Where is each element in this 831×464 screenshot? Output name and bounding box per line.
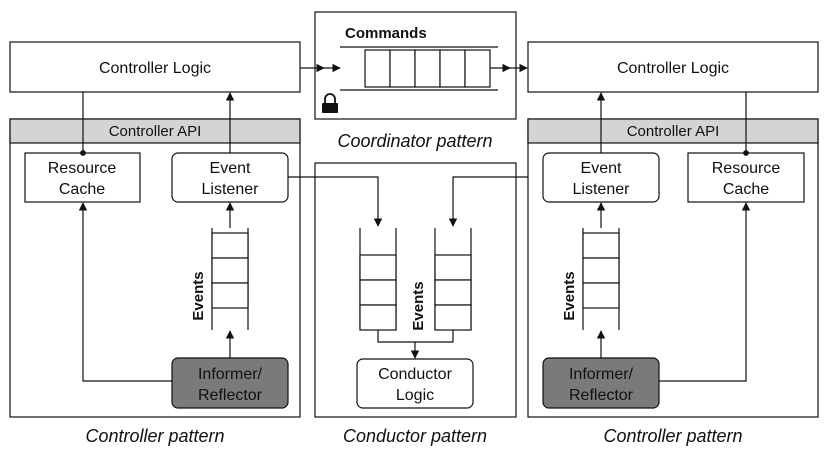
left-resource-cache-box [24,152,141,203]
right-listener-to-conductor-arrow [448,176,543,227]
left-informer-to-cache-arrow [78,202,172,382]
lock-icon [322,93,338,113]
conductor-queue-right [434,228,472,331]
left-listener-to-conductor-arrow [288,176,383,227]
right-controller-logic-box [527,41,819,93]
right-pattern-caption: Controller pattern [603,426,742,446]
commands-label: Commands [345,25,427,42]
right-controller-logic-label: Controller Logic [617,60,729,77]
right-events-label: Events [561,271,578,320]
left-controller-api-label: Controller API [109,123,202,140]
conductor-queue-left [359,228,397,331]
left-pattern-caption: Controller pattern [85,426,224,446]
left-events-queue [211,228,249,330]
left-controller-api-bar [9,118,301,144]
coordinator: Commands [300,11,528,120]
coordinator-pattern-caption: Coordinator pattern [337,131,492,151]
right-informer-label: Informer/Reflector [569,366,634,404]
right-controller-api-label: Controller API [627,123,720,140]
left-informer-label: Informer/Reflector [198,366,263,404]
right-informer-to-cache-arrow [659,202,751,382]
conductor-logic-box [356,358,474,409]
commands-queue [340,46,498,91]
right-resource-cache-box [687,152,805,203]
left-controller: Controller Logic Controller API Resource… [9,41,301,418]
conductor-pattern-caption: Conductor pattern [343,426,487,446]
right-events-queue [582,228,620,330]
conductor-events-label: Events [410,281,427,330]
left-controller-logic-label: Controller Logic [99,60,211,77]
left-controller-logic-box [9,41,301,93]
left-events-label: Events [190,271,207,320]
right-controller-api-bar [527,118,819,144]
